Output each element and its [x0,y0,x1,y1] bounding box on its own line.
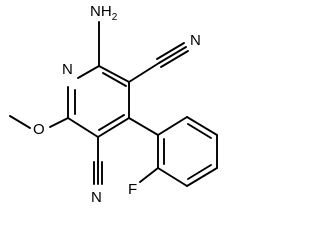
bond-ring-c4-c5 [97,117,130,138]
bond-ring-c5-c6 [67,117,99,138]
bond-triple-top-1 [158,46,187,64]
bond-c-f [139,167,159,183]
nitrile-bottom-n-label: N [91,189,102,206]
bond-ph-5-6 [157,167,188,187]
bond-ring-c2-c3 [98,65,130,83]
bond-ph-2-3 [186,116,218,136]
bond-ring-c2-c3-inner [102,72,127,87]
nitrile-top-n-label: N [190,32,201,49]
amine-n-label: N [90,3,101,20]
amine-h-label: H [101,3,112,20]
bond-ph-1-2 [157,116,188,136]
ring-n-label: N [62,61,73,78]
bond-triple-top-2 [156,42,185,60]
bond-ring-c4-c5-inner [98,114,125,131]
fluorine-label: F [128,181,137,198]
amine-h-subscript: 2 [112,12,118,23]
bond-ring-n-c2 [77,65,100,79]
bond-triple-top-3 [160,50,189,68]
molecule-structure: NH2 N O N N F [9,3,218,206]
bond-c3-cn-top [128,62,160,83]
bond-ph-4-5-inner [187,164,212,180]
bond-o-ch3 [9,115,31,129]
bond-ph-4-5 [186,167,218,187]
bond-ph-2-3-inner [187,123,212,139]
bond-c6-o [49,117,69,128]
amine-label: NH2 [90,3,118,23]
bond-c4-phenyl [128,117,159,136]
methoxy-o-label: O [33,121,45,138]
